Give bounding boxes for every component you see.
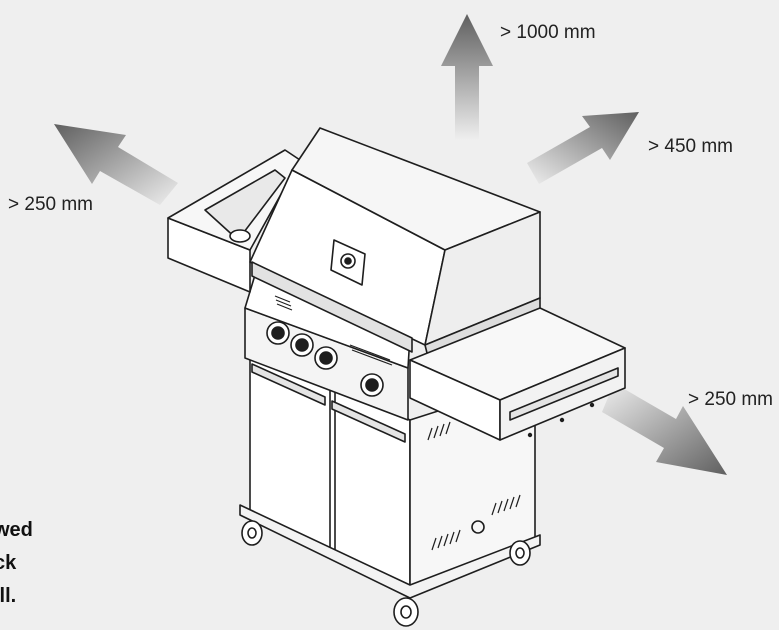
- grill-illustration: [167, 127, 626, 627]
- clearance-right-label: > 250 mm: [688, 389, 774, 410]
- arrow-up-left-icon: [54, 124, 178, 205]
- note-line: ck: [0, 552, 17, 574]
- placement-note: wed ck ill.: [0, 514, 164, 613]
- arrow-down-right-icon: [602, 383, 727, 475]
- note-line: ill.: [0, 585, 17, 607]
- clearance-top-label: > 1000 mm: [500, 22, 596, 43]
- clearance-back-right-label: > 450 mm: [648, 136, 734, 157]
- clearance-left-label: > 250 mm: [8, 194, 94, 215]
- arrow-up-icon: [441, 14, 493, 140]
- note-line: wed: [0, 519, 33, 541]
- arrow-up-right-icon: [527, 112, 639, 184]
